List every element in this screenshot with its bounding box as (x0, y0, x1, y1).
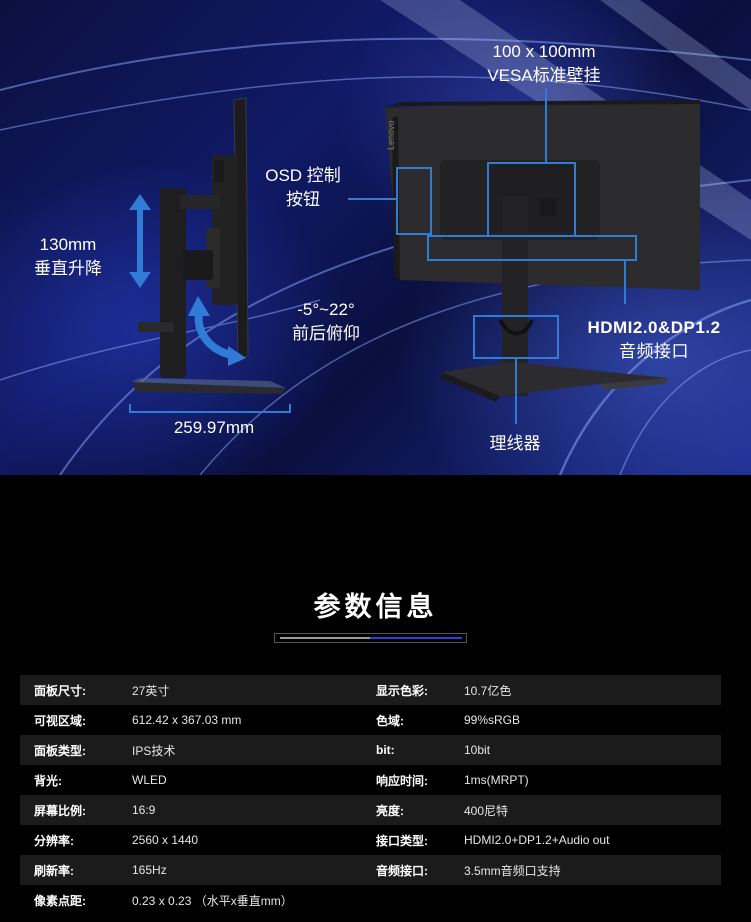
spec-value: 27英寸 (132, 683, 170, 698)
spec-value: 10.7亿色 (464, 683, 512, 698)
spec-key: 面板类型: (34, 743, 86, 758)
title-divider (274, 633, 467, 643)
cable-manager-label: 理线器 (489, 434, 541, 453)
table-row: 可视区域: 612.42 x 367.03 mm 色域: 99%sRGB (20, 705, 721, 735)
spec-key: 显示色彩: (376, 683, 428, 698)
monitor-illustration: Lenovo (0, 0, 751, 475)
spec-value: 165Hz (132, 863, 167, 877)
base-width-label: 259.97mm (173, 418, 255, 437)
table-row: 背光: WLED 响应时间: 1ms(MRPT) (20, 765, 721, 795)
table-row: 像素点距: 0.23 x 0.23 （水平x垂直mm） (20, 885, 721, 915)
spec-key: 音频接口: (376, 863, 428, 878)
spec-key: 像素点距: (34, 893, 86, 908)
spec-section-title: 参数信息 (313, 592, 438, 623)
spec-value: 99%sRGB (464, 713, 521, 727)
ports-callout: HDMI2.0&DP1.2 音频接口 (566, 316, 742, 364)
product-hero-image: Lenovo 100 x 100mm VESA标准壁挂 OSD 控制 (0, 0, 751, 475)
vesa-callout: 100 x 100mm VESA标准壁挂 (478, 40, 610, 88)
spec-key: 分辨率: (34, 833, 74, 848)
lift-callout: 130mm 垂直升降 (20, 233, 116, 281)
spec-key: 面板尺寸: (34, 683, 86, 698)
spec-value: IPS技术 (132, 743, 176, 758)
spec-key: 接口类型: (376, 833, 428, 848)
spec-key: 色域: (376, 713, 404, 728)
tilt-range-label: -5°~22° (297, 300, 355, 319)
osd-label-line2: 按钮 (286, 190, 320, 209)
svg-text:Lenovo: Lenovo (386, 120, 396, 150)
spec-value: 0.23 x 0.23 （水平x垂直mm） (132, 893, 293, 908)
lift-desc-label: 垂直升降 (34, 259, 102, 278)
spec-table: 面板尺寸: 27英寸 显示色彩: 10.7亿色可视区域: 612.42 x 367.03… (20, 675, 721, 915)
spec-value: WLED (132, 773, 167, 787)
spec-value: 16:9 (132, 803, 156, 817)
table-row: 刷新率: 165Hz 音频接口: 3.5mm音频口支持 (20, 855, 721, 885)
spec-value: 3.5mm音频口支持 (464, 863, 561, 878)
spec-value: 1ms(MRPT) (464, 773, 529, 787)
spec-key: bit: (376, 743, 395, 757)
vesa-size-label: 100 x 100mm (492, 42, 596, 61)
vesa-desc-label: VESA标准壁挂 (487, 66, 601, 85)
osd-callout: OSD 控制 按钮 (250, 164, 356, 212)
table-row: 面板类型: IPS技术 bit: 10bit (20, 735, 721, 765)
ports-label-line1: HDMI2.0&DP1.2 (587, 318, 721, 337)
table-row: 面板尺寸: 27英寸 显示色彩: 10.7亿色 (20, 675, 721, 705)
spec-key: 响应时间: (376, 773, 428, 788)
spec-value: HDMI2.0+DP1.2+Audio out (464, 833, 610, 847)
table-row: 屏幕比例: 16:9 亮度: 400尼特 (20, 795, 721, 825)
table-row: 分辨率: 2560 x 1440 接口类型: HDMI2.0+DP1.2+Audio … (20, 825, 721, 855)
spec-value: 612.42 x 367.03 mm (132, 713, 242, 727)
spec-value: 400尼特 (464, 803, 509, 818)
tilt-callout: -5°~22° 前后俯仰 (276, 298, 376, 346)
osd-label-line1: OSD 控制 (265, 166, 341, 185)
spec-key: 背光: (34, 773, 62, 788)
spec-value: 10bit (464, 743, 491, 757)
ports-label-line2: 音频接口 (619, 342, 689, 361)
tilt-desc-label: 前后俯仰 (292, 324, 360, 343)
spec-key: 亮度: (376, 803, 404, 818)
spec-key: 屏幕比例: (34, 803, 86, 818)
lift-height-label: 130mm (39, 235, 97, 254)
spec-key: 刷新率: (34, 863, 74, 878)
spec-value: 2560 x 1440 (132, 833, 199, 847)
spec-key: 可视区域: (34, 713, 86, 728)
